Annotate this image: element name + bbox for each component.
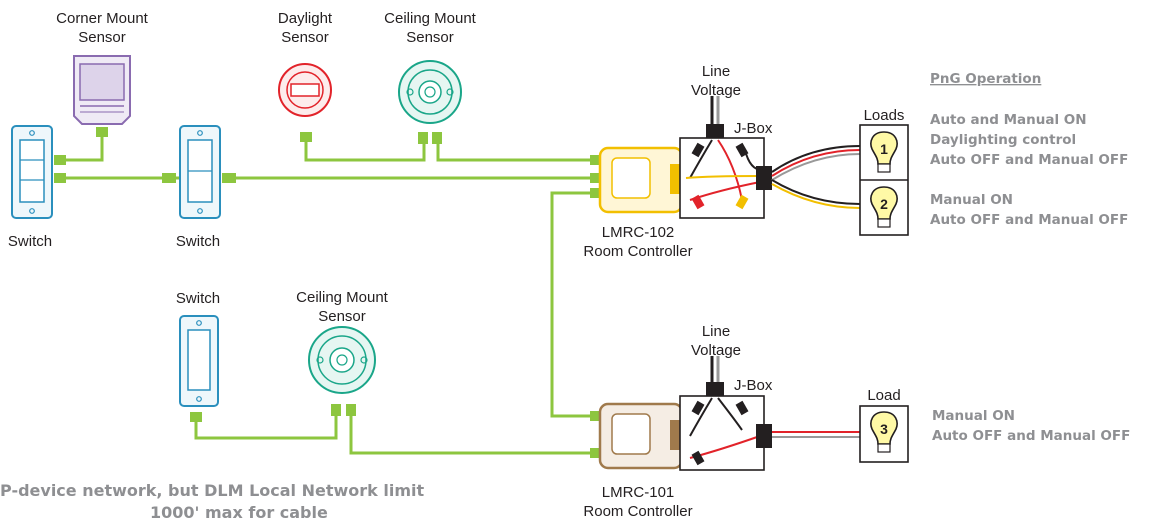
ceiling-mount-sensor-2 [308, 326, 376, 394]
ceiling-mount-sensor-1-label-line1: Ceiling Mount [384, 10, 477, 27]
cable-daylight-ceiling [304, 137, 426, 162]
jbox-2-label: J-Box [734, 377, 773, 394]
plug [162, 173, 176, 183]
bulb-icon [870, 411, 898, 453]
plug [54, 173, 66, 183]
png-group1-line1: Auto and Manual ON [930, 112, 1087, 128]
junction-box-1 [679, 96, 772, 219]
jbox-1-label: J-Box [734, 120, 773, 137]
plug [300, 132, 312, 142]
plug [590, 448, 602, 458]
plug [54, 155, 66, 165]
bulb-icon [870, 131, 898, 173]
load-number-2: 2 [880, 196, 888, 212]
cable-controller-link [550, 191, 598, 418]
switch-1 [11, 125, 53, 219]
ceiling-mount-sensor-1 [398, 60, 462, 124]
daylight-sensor-label-line1: Daylight [278, 10, 333, 27]
png-group1-line3: Auto OFF and Manual OFF [930, 152, 1128, 168]
controller-2-label-line2: Room Controller [583, 503, 692, 520]
loads-label: Loads [864, 107, 905, 124]
load-number-1: 1 [880, 141, 888, 157]
line-voltage-1-label-line1: Line [702, 63, 730, 80]
corner-mount-sensor-label-line1: Corner Mount [56, 10, 149, 27]
line-voltage-2-label-line1: Line [702, 323, 730, 340]
cable-corner-sensor [66, 133, 104, 162]
switch-2 [179, 125, 221, 219]
png-group2-line1: Manual ON [930, 192, 1013, 208]
plug [590, 188, 602, 198]
png-group1-line2: Daylighting control [930, 132, 1076, 148]
corner-mount-sensor [73, 55, 131, 125]
junction-box-2 [679, 356, 772, 471]
cable-plugs [54, 127, 602, 458]
png-group3-line1: Manual ON [932, 408, 1015, 424]
plug [590, 173, 602, 183]
corner-mount-sensor-label-line2: Sensor [78, 29, 126, 46]
line-voltage-2-label-line2: Voltage [691, 342, 741, 359]
cable-ceiling2-controller [349, 414, 598, 455]
png-operation-title: PnG Operation [930, 71, 1041, 87]
ceiling-mount-sensor-2-label-line2: Sensor [318, 308, 366, 325]
plug [346, 404, 356, 416]
png-group3-line2: Auto OFF and Manual OFF [932, 428, 1130, 444]
controller-lmrc-102 [598, 146, 684, 214]
daylight-sensor [278, 63, 332, 117]
line-voltage-1-label-line2: Voltage [691, 82, 741, 99]
footnote-line1: P-device network, but DLM Local Network … [0, 481, 425, 500]
controller-2-label-line1: LMRC-101 [602, 484, 675, 501]
plug [222, 173, 236, 183]
load-number-3: 3 [880, 421, 888, 437]
controller-1-label-line1: LMRC-102 [602, 224, 675, 241]
switch-3-label: Switch [176, 290, 220, 307]
bulb-icon [870, 186, 898, 228]
switch-1-label: Switch [8, 233, 52, 250]
ceiling-mount-sensor-2-label-line1: Ceiling Mount [296, 289, 389, 306]
cable-ceiling-controller [436, 142, 592, 162]
cable-switch3-ceiling2 [194, 414, 338, 440]
plug [418, 132, 428, 144]
footnote-line2: 1000' max for cable [150, 503, 328, 521]
plug [590, 155, 602, 165]
controller-lmrc-101 [598, 402, 684, 470]
switch-2-label: Switch [176, 233, 220, 250]
switch-3 [179, 315, 219, 407]
daylight-sensor-label-line2: Sensor [281, 29, 329, 46]
plug [432, 132, 442, 144]
network-cables [66, 133, 598, 455]
load-wires [771, 145, 861, 438]
plug [96, 127, 108, 137]
load-label: Load [867, 387, 900, 404]
png-group2-line2: Auto OFF and Manual OFF [930, 212, 1128, 228]
ceiling-mount-sensor-1-label-line2: Sensor [406, 29, 454, 46]
plug [590, 411, 602, 421]
plug [331, 404, 341, 416]
plug [190, 412, 202, 422]
controller-1-label-line2: Room Controller [583, 243, 692, 260]
